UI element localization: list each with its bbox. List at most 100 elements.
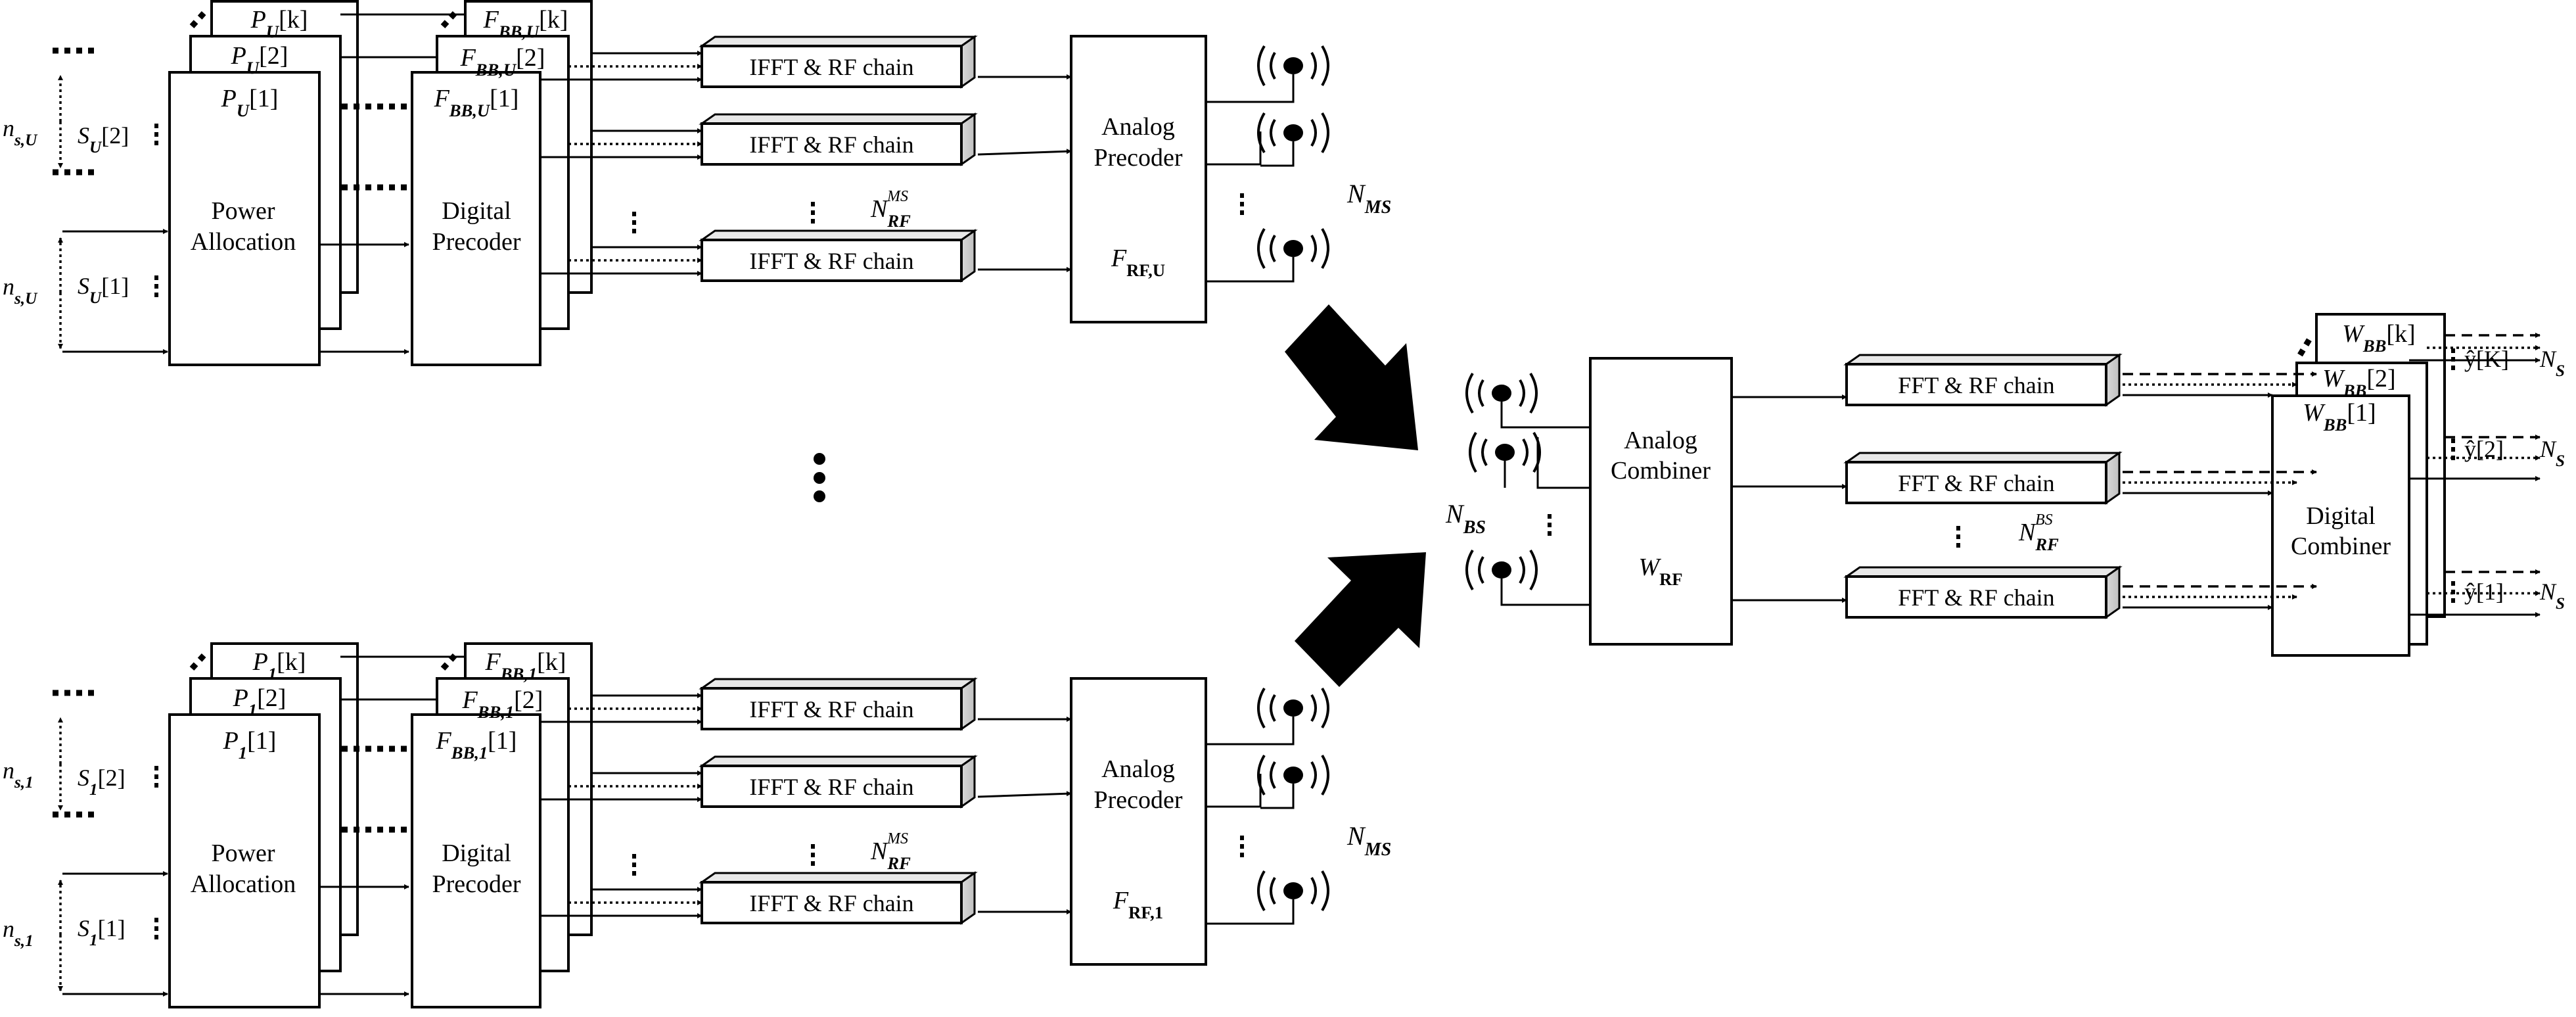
combiner-block-title: Combiner bbox=[2291, 532, 2391, 560]
chain-ellipsis bbox=[632, 212, 636, 233]
precoder-label: FBB,U[k] bbox=[483, 6, 568, 41]
stack-ellipsis bbox=[189, 9, 208, 29]
output-ellipsis bbox=[2451, 348, 2455, 370]
chain-ellipsis bbox=[811, 844, 815, 866]
stack-ellipsis bbox=[189, 651, 208, 671]
analog-title: Precoder bbox=[1093, 144, 1182, 172]
output-label: ŷ[K] bbox=[2464, 346, 2509, 372]
nrf-label: NRF bbox=[870, 838, 911, 873]
wrf-label: WRF bbox=[1638, 554, 1682, 589]
chain-to-analog bbox=[977, 791, 1072, 798]
rf-chain-2: IFFT & RF chain bbox=[699, 755, 978, 809]
users-ellipsis bbox=[814, 453, 825, 502]
power-block-title: Power bbox=[211, 840, 275, 867]
precoder-block-title: Precoder bbox=[432, 228, 520, 256]
nms-label: NMS bbox=[1346, 179, 1391, 218]
power-label: PU[k] bbox=[250, 6, 308, 41]
power-label: P1[1] bbox=[223, 727, 277, 763]
analog-title: Analog bbox=[1101, 755, 1175, 783]
precoder-label: FBB,1[k] bbox=[485, 648, 566, 684]
stream-ellipsis bbox=[154, 275, 158, 297]
rx-antenna-icon bbox=[1465, 372, 1538, 414]
power-label: PU[2] bbox=[231, 42, 288, 78]
chain-ellipsis bbox=[632, 854, 636, 876]
antenna-ellipsis bbox=[1240, 836, 1244, 857]
analog-precoder-block bbox=[1070, 677, 1207, 966]
fft-chain-3: FFT & RF chain bbox=[1843, 565, 2123, 619]
ns-label: ns,U bbox=[3, 115, 38, 149]
power-block-1 bbox=[168, 713, 321, 1008]
rx-antenna-icon bbox=[1465, 549, 1538, 591]
chain-ellipsis bbox=[1956, 526, 1960, 548]
output-label: ŷ[1] bbox=[2464, 579, 2504, 605]
analog-to-antenna bbox=[1260, 141, 1295, 167]
ns-label: ns,1 bbox=[3, 757, 34, 792]
stack-ellipsis bbox=[440, 651, 459, 671]
analog-title: Combiner bbox=[1611, 457, 1711, 485]
tx-antenna-icon bbox=[1257, 870, 1329, 912]
rf-chain-2: IFFT & RF chain bbox=[699, 112, 978, 166]
precoder-block-title: Digital bbox=[442, 197, 511, 225]
stream-label: SU[2] bbox=[78, 122, 129, 156]
combiner-block-title: Digital bbox=[2306, 502, 2376, 530]
chain-label: FFT & RF chain bbox=[1898, 372, 2054, 398]
ns-label: NS bbox=[2539, 346, 2565, 380]
rf-chain-1: IFFT & RF chain bbox=[699, 35, 978, 89]
analog-to-antenna bbox=[1206, 899, 1295, 925]
analog-title: Analog bbox=[1624, 427, 1697, 454]
stream-ellipsis bbox=[154, 124, 158, 145]
ns-label: ns,1 bbox=[3, 916, 34, 950]
link-arrow-upper bbox=[1285, 304, 1418, 450]
stream-ellipsis bbox=[154, 918, 158, 939]
analog-to-antenna bbox=[1260, 784, 1295, 809]
ns-label: ns,U bbox=[3, 273, 38, 308]
combiner-label: WBB[k] bbox=[2342, 320, 2415, 356]
antenna-ellipsis bbox=[1548, 514, 1552, 536]
chain-label: FFT & RF chain bbox=[1898, 584, 2054, 611]
stream-label: SU[1] bbox=[78, 273, 129, 307]
antenna-ellipsis bbox=[1240, 193, 1244, 215]
precoder-block-title: Digital bbox=[442, 840, 511, 867]
combiner-block-1 bbox=[2271, 394, 2410, 657]
ns-label: NS bbox=[2539, 436, 2565, 470]
tx-antenna-icon bbox=[1257, 754, 1329, 796]
chain-label: IFFT & RF chain bbox=[749, 774, 913, 800]
frf-label: FRF,U bbox=[1111, 245, 1165, 280]
rf-chain-1: IFFT & RF chain bbox=[699, 677, 978, 731]
chain-label: IFFT & RF chain bbox=[749, 54, 913, 80]
chain-label: FFT & RF chain bbox=[1898, 470, 2054, 496]
output-label: ŷ[2] bbox=[2464, 436, 2504, 462]
precoder-block-title: Precoder bbox=[432, 870, 520, 898]
analog-to-antenna bbox=[1206, 74, 1295, 103]
analog-title: Analog bbox=[1101, 113, 1175, 141]
analog-combiner-block bbox=[1589, 357, 1733, 646]
tx-antenna-icon bbox=[1257, 687, 1329, 729]
chain-label: IFFT & RF chain bbox=[749, 890, 913, 916]
stream-label: S1[2] bbox=[78, 765, 126, 799]
rf-chain-3: IFFT & RF chain bbox=[699, 229, 978, 283]
stream-ellipsis bbox=[154, 766, 158, 788]
power-block-title: Allocation bbox=[191, 870, 296, 898]
nrf-sup: MS bbox=[886, 830, 908, 847]
nrf-label: NRF bbox=[870, 195, 911, 231]
antenna-to-combiner bbox=[1536, 437, 1590, 489]
nrf-sup: BS bbox=[2035, 511, 2053, 529]
frf-label: FRF,1 bbox=[1113, 887, 1163, 922]
tx-antenna-icon bbox=[1257, 45, 1329, 87]
chain-label: IFFT & RF chain bbox=[749, 696, 913, 722]
power-label: P1[k] bbox=[252, 648, 306, 684]
fft-chain-1: FFT & RF chain bbox=[1843, 353, 2123, 407]
antenna-to-combiner bbox=[1500, 402, 1590, 429]
analog-to-antenna bbox=[1206, 774, 1262, 808]
power-label: PU[1] bbox=[221, 85, 279, 120]
nrf-label: NRF bbox=[2018, 519, 2059, 554]
chain-label: IFFT & RF chain bbox=[749, 248, 913, 274]
tx-antenna-icon bbox=[1257, 227, 1329, 270]
analog-to-antenna bbox=[1206, 131, 1262, 166]
nrf-sup: MS bbox=[886, 188, 908, 205]
power-block-title: Power bbox=[211, 197, 275, 225]
analog-to-antenna bbox=[1206, 257, 1295, 283]
